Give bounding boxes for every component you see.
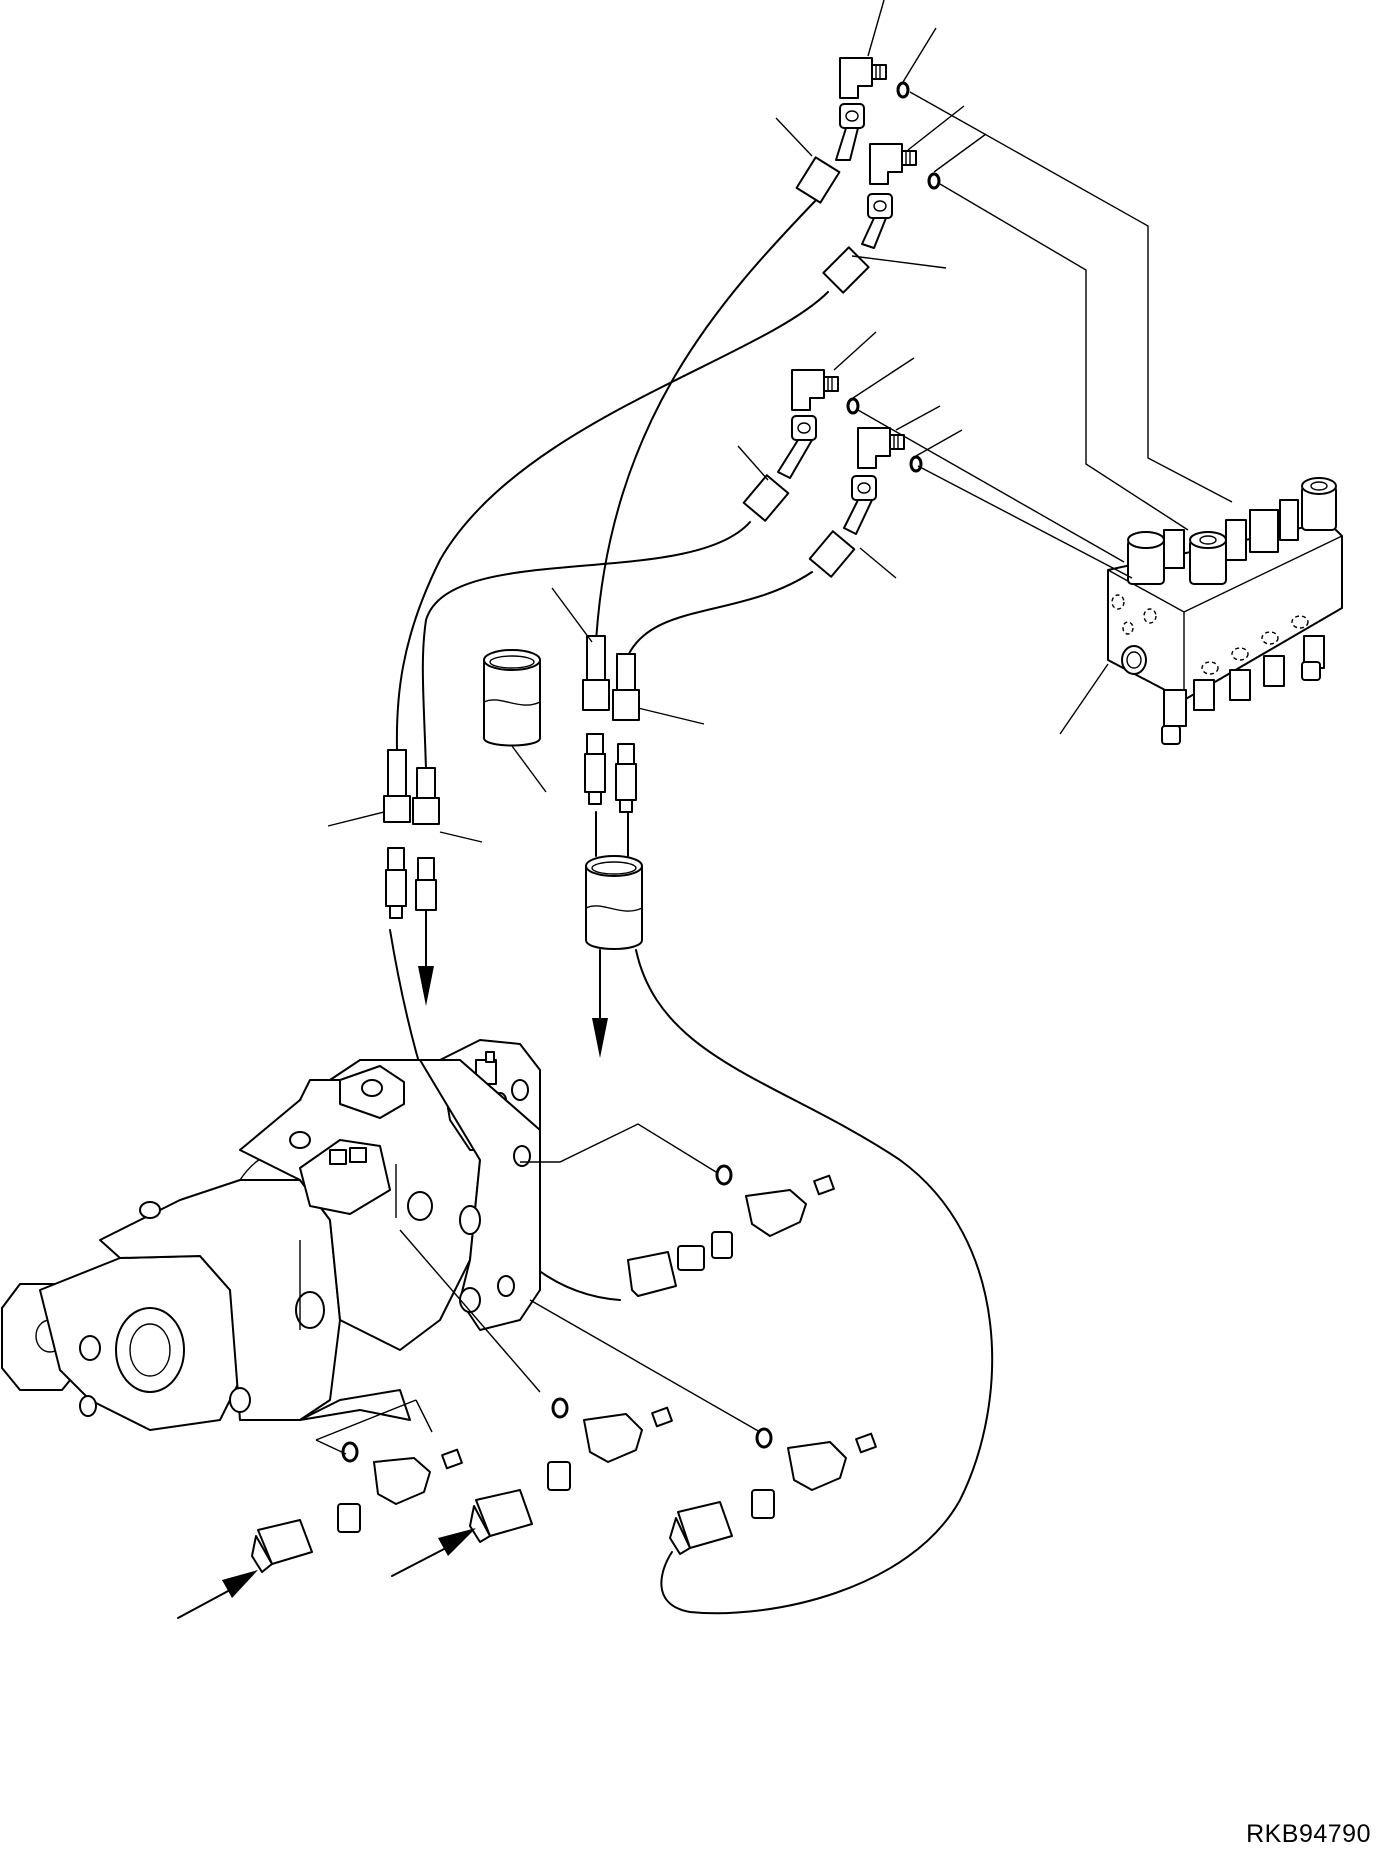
flow-arrow-4 [391, 1528, 476, 1577]
hose-fitting-left-1 [383, 749, 411, 919]
port-fitting-set-3 [469, 1397, 673, 1543]
elbow-fitting-4 [857, 427, 905, 469]
solenoid-4 [1301, 477, 1337, 531]
hose-fitting-left-2 [412, 767, 440, 911]
hose-4 [625, 571, 813, 661]
o-rings-top [846, 81, 941, 473]
solenoid-valve-manifold [1107, 477, 1343, 745]
port-fitting-set-1 [627, 1164, 835, 1297]
hose-fitting-center-2 [612, 653, 640, 813]
hoses [389, 197, 994, 1615]
flow-arrows [177, 909, 608, 1619]
hose-ends-top [742, 103, 893, 578]
solenoid-2 [1189, 519, 1247, 585]
hose-3 [421, 521, 751, 771]
leader-lines [327, 0, 1233, 1433]
elbow-fitting-2 [869, 143, 917, 185]
hose-fittings-middle [383, 635, 640, 919]
sleeve-loose [483, 649, 541, 747]
elbow-fitting-1 [839, 57, 887, 99]
o-ring-4 [909, 455, 923, 473]
hose-end-1 [795, 103, 865, 204]
o-ring-3 [846, 397, 860, 415]
port-fitting-set-4 [669, 1427, 877, 1555]
hose-end-2 [822, 193, 893, 294]
hose-end-3 [742, 415, 817, 522]
hose-1 [595, 197, 819, 643]
port-fitting-set-2 [251, 1441, 463, 1573]
drawing-reference-code: RKB94790 [1246, 1820, 1371, 1848]
hose-2 [395, 291, 829, 751]
elbow-fittings [791, 57, 917, 469]
port-fittings-lower [251, 1164, 877, 1573]
o-ring-1 [896, 81, 910, 99]
o-ring-2 [927, 172, 941, 190]
flow-arrow-2 [592, 949, 608, 1058]
hose-6 [635, 949, 994, 1615]
sleeve-on-hose [585, 811, 643, 950]
insulation-sleeves [483, 649, 643, 950]
flow-arrow-1 [418, 909, 434, 1006]
hose-end-4 [808, 475, 877, 578]
flow-arrow-3 [177, 1570, 258, 1619]
solenoid-3 [1249, 499, 1299, 553]
elbow-fitting-3 [791, 369, 839, 411]
hydraulic-pump-assembly [1, 1039, 541, 1455]
solenoid-1 [1127, 529, 1185, 585]
hose-fitting-center-1 [582, 635, 610, 805]
